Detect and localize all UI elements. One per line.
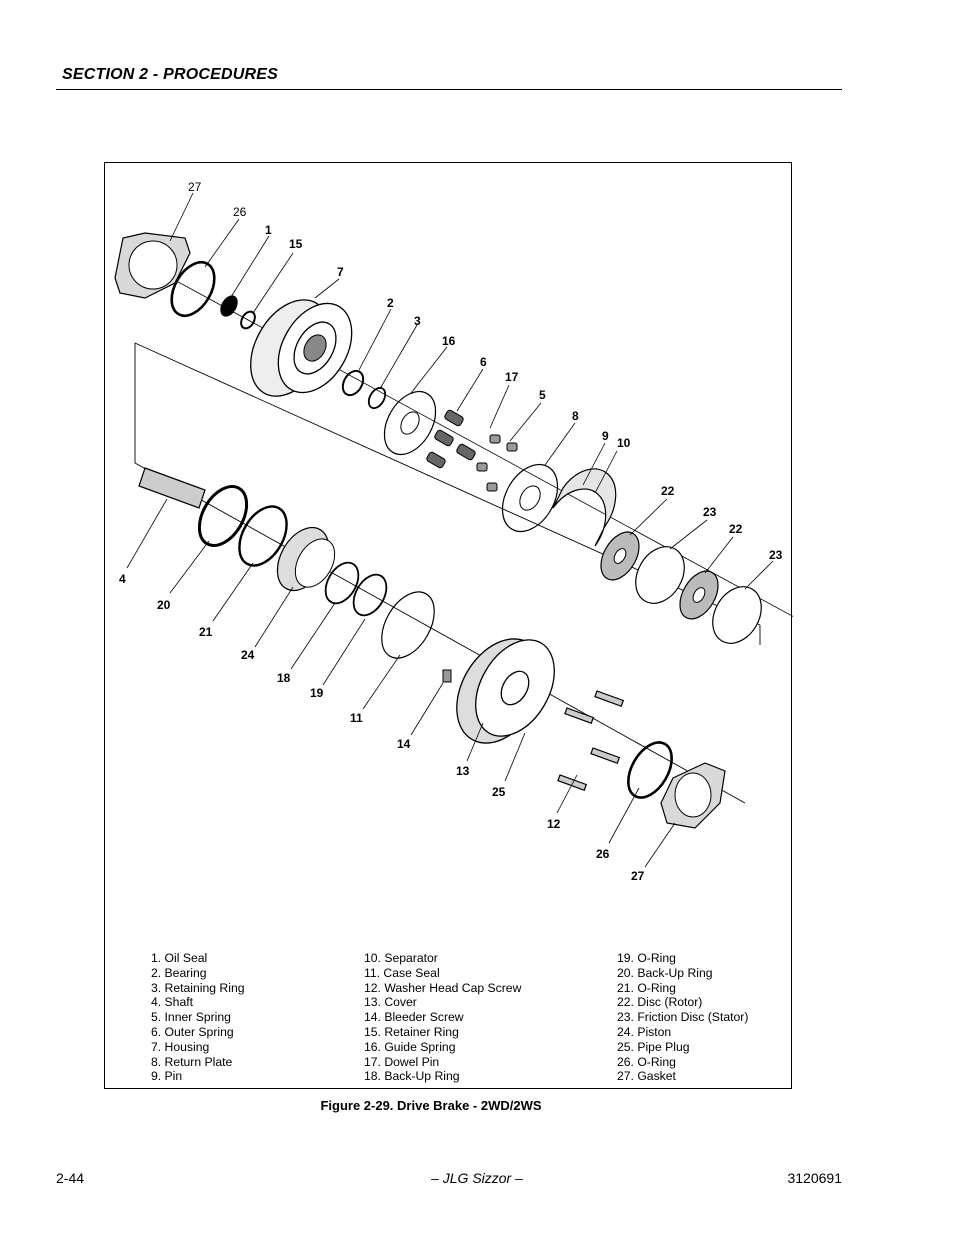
legend-item: 26. O-Ring xyxy=(617,1054,676,1069)
callout-27-bottom: 27 xyxy=(631,869,645,883)
legend-item: 19. O-Ring xyxy=(617,951,676,965)
footer-page-number: 2-44 xyxy=(56,1170,85,1186)
legend-item: 22. Disc (Rotor) xyxy=(617,995,703,1010)
figure-frame: 27 26 1 15 7 2 3 16 6 17 5 8 9 10 22 23 … xyxy=(104,162,793,1089)
callout-4: 4 xyxy=(119,572,126,586)
legend-item: 3. Retaining Ring xyxy=(151,980,245,995)
callout-18: 18 xyxy=(277,671,291,685)
section-header: SECTION 2 - PROCEDURES xyxy=(62,66,278,83)
legend-item: 10. Separator xyxy=(364,951,438,965)
legend-item: 13. Cover xyxy=(364,995,417,1010)
callout-1: 1 xyxy=(265,223,272,237)
legend-item: 1. Oil Seal xyxy=(151,951,208,965)
callout-27-top: 27 xyxy=(188,180,202,194)
callout-3: 3 xyxy=(414,314,421,328)
legend-item: 21. O-Ring xyxy=(617,980,676,995)
callout-17: 17 xyxy=(505,370,519,384)
callout-2: 2 xyxy=(387,296,394,310)
callout-19: 19 xyxy=(310,686,324,700)
legend-item: 17. Dowel Pin xyxy=(364,1054,440,1069)
callout-7: 7 xyxy=(337,265,344,279)
legend-item: 12. Washer Head Cap Screw xyxy=(364,980,522,995)
legend-item: 20. Back-Up Ring xyxy=(617,965,713,980)
figure-caption-text: Figure 2-29. Drive Brake - 2WD/2WS xyxy=(320,1098,542,1113)
callout-22-b: 22 xyxy=(729,522,743,536)
legend-item: 6. Outer Spring xyxy=(151,1024,234,1039)
callout-14: 14 xyxy=(397,737,411,751)
legend-item: 23. Friction Disc (Stator) xyxy=(617,1010,749,1025)
callout-25: 25 xyxy=(492,785,506,799)
footer-title: – JLG Sizzor – xyxy=(431,1170,523,1186)
legend-item: 16. Guide Spring xyxy=(364,1039,456,1054)
legend-column-2: 10. Separator 11. Case Seal 12. Washer H… xyxy=(364,951,521,1084)
legend-item: 7. Housing xyxy=(151,1039,210,1054)
callout-21: 21 xyxy=(199,625,213,639)
legend-item: 4. Shaft xyxy=(151,995,194,1010)
callout-10: 10 xyxy=(617,436,631,450)
figure-caption: Figure 2-29. Drive Brake - 2WD/2WS xyxy=(0,1098,954,1113)
callout-13: 13 xyxy=(456,764,470,778)
footer-doc-number: 3120691 xyxy=(787,1170,842,1186)
legend-item: 15. Retainer Ring xyxy=(364,1024,459,1039)
callout-23-a: 23 xyxy=(703,505,717,519)
callout-16: 16 xyxy=(442,334,456,348)
callout-24: 24 xyxy=(241,648,255,662)
legend-item: 5. Inner Spring xyxy=(151,1010,231,1025)
callout-26-bottom: 26 xyxy=(596,847,610,861)
legend-column-1: 1. Oil Seal 2. Bearing 3. Retaining Ring… xyxy=(151,951,245,1084)
callout-11: 11 xyxy=(350,711,363,725)
callout-12: 12 xyxy=(547,817,561,831)
legend-item: 14. Bleeder Screw xyxy=(364,1010,464,1025)
callout-6: 6 xyxy=(480,355,487,369)
callout-20: 20 xyxy=(157,598,171,612)
legend-item: 24. Piston xyxy=(617,1024,672,1039)
header-rule xyxy=(56,89,842,90)
exploded-diagram: 27 26 1 15 7 2 3 16 6 17 5 8 9 10 22 23 … xyxy=(114,180,793,883)
callout-22-a: 22 xyxy=(661,484,675,498)
legend-item: 25. Pipe Plug xyxy=(617,1039,690,1054)
legend-item: 27. Gasket xyxy=(617,1069,676,1084)
legend-item: 2. Bearing xyxy=(151,965,207,980)
callout-8: 8 xyxy=(572,409,579,423)
callout-26-top: 26 xyxy=(233,205,247,219)
legend-item: 11. Case Seal xyxy=(364,965,440,980)
legend-item: 9. Pin xyxy=(151,1069,183,1084)
callout-9: 9 xyxy=(602,429,609,443)
legend-column-3: 19. O-Ring 20. Back-Up Ring 21. O-Ring 2… xyxy=(617,951,748,1084)
legend-item: 18. Back-Up Ring xyxy=(364,1069,460,1084)
legend-item: 8. Return Plate xyxy=(151,1054,233,1069)
callout-5: 5 xyxy=(539,388,546,402)
callout-23-b: 23 xyxy=(769,548,783,562)
callout-15: 15 xyxy=(289,237,303,251)
